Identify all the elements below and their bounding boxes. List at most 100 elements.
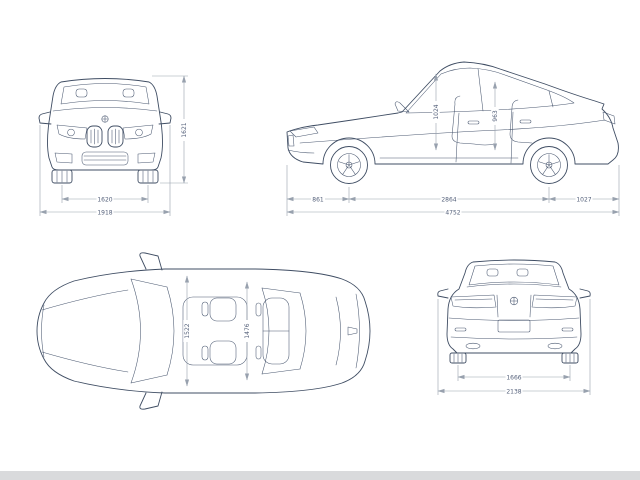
top-spoiler-edge [355, 293, 360, 369]
dim-label-front-height: 1621 [181, 122, 188, 137]
label-mask [575, 195, 593, 203]
dim-label-front-overall-width: 1918 [97, 209, 112, 216]
character-line [299, 119, 606, 144]
front-kidney-grille [86, 125, 124, 148]
dim-label-side-front-interior-height: 1024 [433, 104, 440, 119]
front-door-handle [467, 120, 480, 125]
license-plate-recess [497, 319, 531, 333]
label-mask [96, 208, 114, 216]
dimension-side-rear-interior-height: 963 [491, 81, 499, 151]
top-rear-bench [255, 297, 290, 365]
dim-label-front-track: 1620 [97, 196, 112, 203]
front-hood-line [52, 107, 158, 112]
reflector-left [454, 327, 467, 332]
wheel-spokes [538, 154, 560, 175]
footer-bar [0, 471, 640, 480]
dim-label-side-overall-length: 4752 [445, 209, 460, 216]
top-view: 1522 1476 [36, 252, 371, 410]
rear-right-mirror [579, 288, 591, 299]
front-left-mirror [38, 111, 52, 125]
rear-headrests [486, 268, 529, 277]
dim-label-rear-track: 1666 [506, 374, 521, 381]
dim-label-side-wheelbase: 2864 [441, 196, 456, 203]
dim-label-side-rear-overhang: 1027 [576, 196, 591, 203]
exhaust-right [547, 342, 563, 350]
dimension-rear-track: 1666 [457, 365, 571, 381]
top-windshield [130, 278, 175, 384]
dim-label-rear-overall-width: 2138 [506, 388, 521, 395]
top-front-seats [201, 297, 237, 365]
rear-roundel-badge [509, 296, 519, 306]
side-glasshouse [405, 67, 575, 114]
rear-left-mirror [437, 288, 449, 299]
side-front-wheel [330, 146, 368, 184]
dim-label-side-front-overhang: 861 [312, 196, 324, 203]
label-mask [444, 208, 462, 216]
side-grille [287, 134, 295, 147]
front-body-outline [47, 78, 163, 171]
front-headlights [56, 124, 154, 140]
dimension-front-track: 1620 [61, 185, 149, 203]
label-mask [505, 387, 523, 395]
label-mask [432, 101, 440, 123]
dim-label-top-front-interior-width: 1522 [184, 323, 191, 338]
label-mask [491, 107, 499, 125]
top-body-outline [36, 268, 371, 394]
label-mask [243, 320, 251, 342]
side-taillight [602, 111, 616, 125]
rear-wheels [449, 352, 579, 364]
rear-door-handle [519, 119, 532, 124]
label-mask [183, 320, 191, 342]
label-mask [96, 195, 114, 203]
front-door-cut [455, 112, 460, 163]
rear-diffuser-line [450, 336, 578, 340]
dimension-top-front-interior-width: 1522 [183, 275, 191, 387]
top-hood-line-left [41, 289, 129, 311]
front-headrests [75, 88, 135, 98]
front-bumper-intakes [54, 151, 156, 166]
top-trunk-line [335, 296, 341, 366]
rear-body-outline [446, 259, 582, 354]
side-view: 1024 963 861 2864 1027 4752 [286, 61, 620, 216]
front-roundel-badge [101, 115, 109, 123]
rear-bumper-top [448, 317, 580, 321]
side-mirror [394, 101, 410, 113]
dimension-rear-overall-width: 2138 [437, 299, 591, 395]
top-hood-line-right [41, 351, 129, 373]
tire-treads [56, 170, 154, 183]
rear-taillights [450, 294, 578, 309]
side-headlight [289, 126, 319, 138]
dimension-side-lengths: 861 2864 1027 4752 [286, 165, 620, 216]
dimension-side-front-interior-height: 1024 [432, 73, 440, 151]
side-rear-wheel [530, 146, 568, 184]
b-pillar [477, 68, 484, 112]
front-wheels [51, 169, 159, 184]
dim-label-top-rear-interior-width: 1476 [244, 323, 251, 338]
reflector-right [561, 327, 574, 332]
front-windshield [60, 83, 150, 105]
side-front-bumper-line [287, 149, 315, 154]
rear-seat-profile [509, 99, 533, 144]
dim-label-side-rear-interior-height: 963 [492, 110, 499, 122]
front-view: 1621 1620 1918 [38, 75, 188, 216]
side-body-outline [286, 61, 619, 165]
c-pillar-divider [548, 90, 554, 108]
top-right-mirror [139, 391, 163, 410]
label-mask [505, 373, 523, 381]
label-mask [440, 195, 458, 203]
tire-treads [453, 353, 575, 363]
front-seat-profile [451, 95, 495, 146]
shark-fin-antenna [347, 326, 358, 336]
rear-spoiler-line [466, 283, 562, 288]
dimension-front-height: 1621 [152, 75, 188, 184]
grille-slats [90, 128, 120, 145]
dimension-top-rear-interior-width: 1476 [243, 281, 251, 381]
dimension-front-overall-width: 1918 [39, 125, 171, 216]
wheel-spokes [338, 154, 360, 175]
label-mask [311, 195, 325, 203]
rear-window [468, 263, 560, 286]
trunk-cut-lines [496, 294, 532, 318]
top-sunroof [182, 296, 248, 366]
